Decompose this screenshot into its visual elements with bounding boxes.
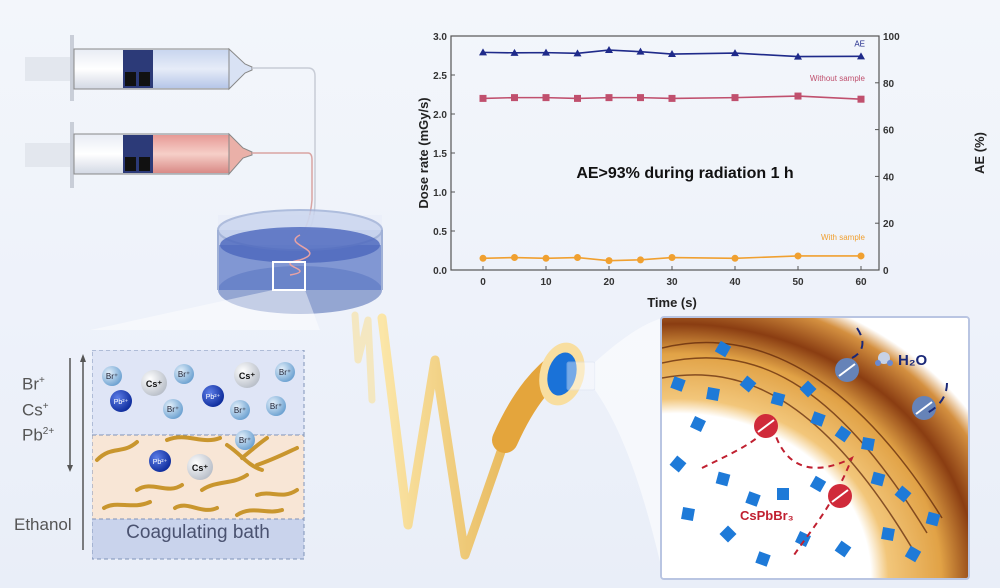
ion-diffusion-illustration: Br⁺ Cs⁺ Br⁺ Cs⁺ Br⁺ Pb²⁺ Pb²⁺ Br⁺ Br⁺ Br… — [91, 349, 305, 560]
ion-label-br: Br+ — [22, 374, 45, 394]
h2o-label: H₂O — [898, 352, 928, 369]
fiber-cross-section-inset: H₂O CsPbBr₃ — [660, 316, 970, 580]
side-labels: Br+ Cs+ Pb2+ — [22, 370, 82, 447]
svg-text:20: 20 — [883, 219, 895, 230]
chart-axes: 0.0 0.5 1.0 1.5 2.0 2.5 3.0 0 20 40 60 80 100 0 10 20 30… — [433, 32, 900, 288]
series-label: With sample — [821, 233, 866, 242]
svg-text:80: 80 — [883, 79, 895, 90]
svg-text:0.5: 0.5 — [433, 227, 447, 238]
svg-text:2.0: 2.0 — [433, 110, 447, 121]
svg-text:0: 0 — [480, 277, 486, 288]
svg-text:0.0: 0.0 — [433, 266, 447, 277]
series-without-sample: Without sample — [479, 74, 866, 103]
svg-text:40: 40 — [883, 172, 895, 183]
syringe-setup-illustration — [25, 35, 383, 330]
chart-annotation: AE>93% during radiation 1 h — [576, 165, 793, 182]
svg-text:Br⁺: Br⁺ — [239, 436, 251, 445]
svg-text:1.0: 1.0 — [433, 188, 447, 199]
cspbbr3-label: CsPbBr₃ — [740, 508, 794, 523]
ion-label-cs: Cs+ — [22, 400, 49, 420]
svg-text:2.5: 2.5 — [433, 71, 447, 82]
diffusion-arrows — [67, 354, 86, 550]
coagulating-bath-label: Coagulating bath — [126, 522, 270, 543]
syringe-top-icon — [25, 35, 253, 101]
svg-text:10: 10 — [540, 277, 552, 288]
syringe-bottom-icon — [25, 122, 253, 188]
series-with-sample: With sample — [479, 233, 866, 265]
svg-text:60: 60 — [855, 277, 867, 288]
svg-text:Cs⁺: Cs⁺ — [239, 371, 256, 381]
ethanol-label: Ethanol — [14, 515, 72, 534]
svg-text:Pb²⁺: Pb²⁺ — [206, 394, 221, 401]
svg-text:Cs⁺: Cs⁺ — [192, 463, 209, 473]
svg-text:Br⁺: Br⁺ — [234, 406, 246, 415]
dose-rate-chart: 0.0 0.5 1.0 1.5 2.0 2.5 3.0 0 20 40 60 80 100 0 10 20 30… — [416, 32, 987, 310]
svg-text:Cs⁺: Cs⁺ — [146, 379, 163, 389]
x-axis-label: Time (s) — [647, 295, 697, 310]
svg-text:Br⁺: Br⁺ — [270, 402, 282, 411]
h2o-molecule-icon — [875, 352, 893, 366]
svg-text:Pb²⁺: Pb²⁺ — [114, 399, 129, 406]
cspbbr3-encapsulation-illustration — [662, 318, 968, 578]
fiber-illustration — [351, 311, 662, 570]
svg-text:20: 20 — [603, 277, 615, 288]
svg-text:Br⁺: Br⁺ — [279, 368, 291, 377]
svg-text:50: 50 — [792, 277, 804, 288]
svg-text:Br⁺: Br⁺ — [167, 405, 179, 414]
svg-text:0: 0 — [883, 266, 889, 277]
svg-text:30: 30 — [666, 277, 678, 288]
svg-text:3.0: 3.0 — [433, 32, 447, 43]
svg-text:Pb²⁺: Pb²⁺ — [153, 459, 168, 466]
y2-axis-label: AE (%) — [972, 132, 987, 174]
svg-text:1.5: 1.5 — [433, 149, 447, 160]
svg-text:Br⁺: Br⁺ — [178, 370, 190, 379]
svg-text:40: 40 — [729, 277, 741, 288]
series-label: AE — [854, 39, 865, 48]
series-ae: AE — [479, 39, 865, 60]
svg-text:100: 100 — [883, 32, 900, 43]
svg-text:60: 60 — [883, 126, 895, 137]
svg-text:Br⁺: Br⁺ — [106, 372, 118, 381]
ion-label-pb: Pb2+ — [22, 425, 55, 445]
coagulating-bath-inset: Br⁺ Cs⁺ Br⁺ Cs⁺ Br⁺ Pb²⁺ Pb²⁺ Br⁺ Br⁺ Br… — [91, 349, 306, 562]
blocked-h2o-icons — [754, 358, 936, 508]
coagulating-dish-icon — [217, 209, 383, 314]
y-axis-label: Dose rate (mGy/s) — [416, 97, 431, 208]
series-label: Without sample — [810, 74, 866, 83]
